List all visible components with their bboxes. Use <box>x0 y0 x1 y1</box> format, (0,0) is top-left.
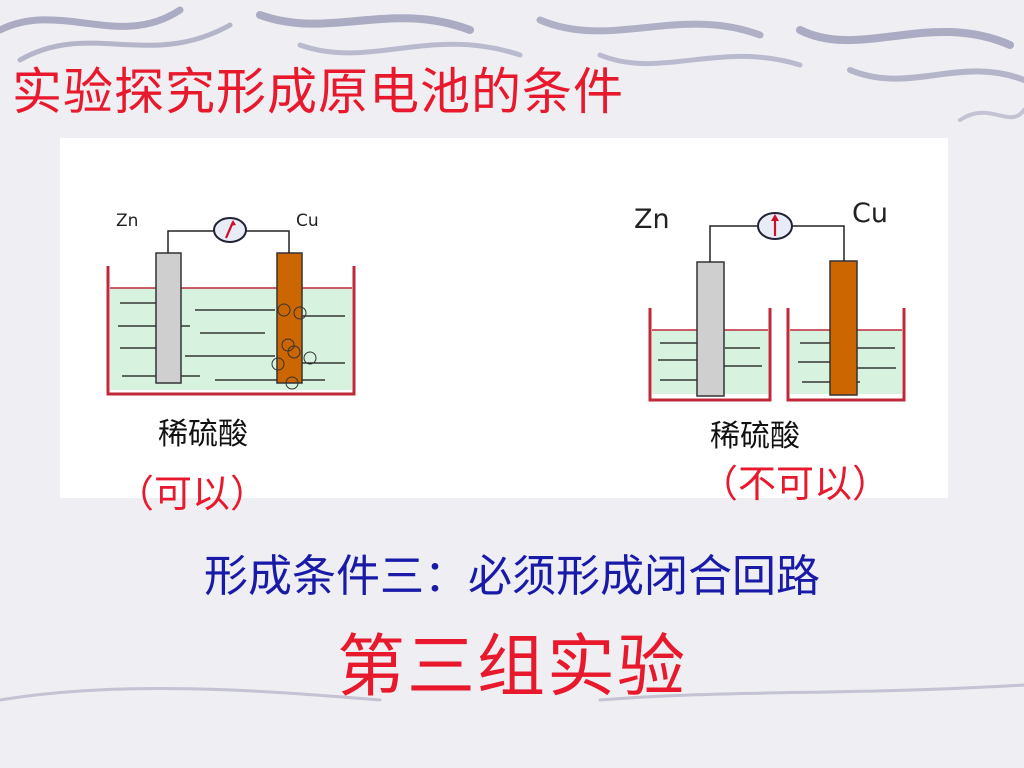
right-result-label: （不可以） <box>700 462 891 506</box>
right-solution-label: 稀硫酸 <box>710 419 800 454</box>
left-zn-label: Zn <box>116 211 138 231</box>
slide-title: 实验探究形成原电池的条件 <box>12 63 624 121</box>
right-beaker-left <box>648 308 772 402</box>
condition-statement: 形成条件三：必须形成闭合回路 <box>204 551 820 602</box>
left-beaker <box>106 266 356 396</box>
left-liquid <box>110 288 352 390</box>
group-title: 第三组实验 <box>336 628 687 707</box>
right-beaker-right <box>786 308 906 402</box>
right-zinc-electrode <box>696 261 725 397</box>
left-galvanometer-icon <box>213 217 247 243</box>
right-wire <box>709 225 760 262</box>
left-cu-label: Cu <box>296 211 319 231</box>
experiment-diagram-panel: Zn Cu 稀硫酸 <box>60 138 948 498</box>
left-cell: Zn Cu 稀硫酸 <box>106 211 356 452</box>
left-copper-electrode <box>276 252 303 384</box>
right-zn-label: Zn <box>634 204 670 235</box>
left-gas-bubbles <box>271 303 317 390</box>
right-cu-label: Cu <box>852 198 888 229</box>
left-zinc-electrode <box>155 252 182 384</box>
right-copper-electrode <box>829 260 858 396</box>
right-galvanometer-icon <box>757 212 793 240</box>
experiment-diagram: Zn Cu 稀硫酸 <box>106 198 906 454</box>
left-wire <box>167 230 215 253</box>
left-solution-label: 稀硫酸 <box>158 417 248 452</box>
right-cell: Zn Cu 稀硫酸 <box>634 198 906 454</box>
left-result-label: （可以） <box>116 472 269 516</box>
